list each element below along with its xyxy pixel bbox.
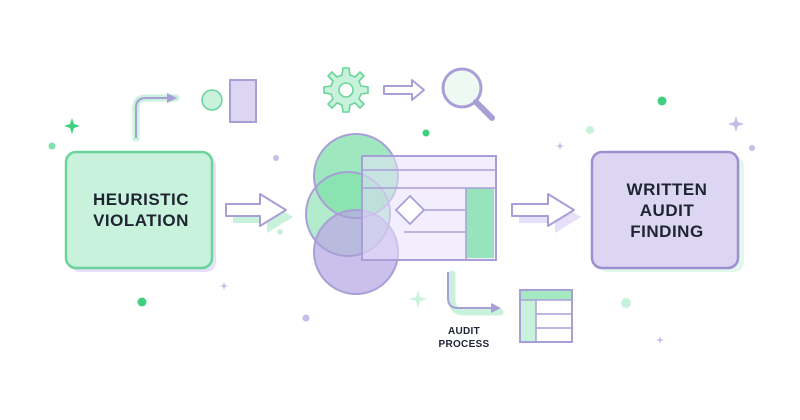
heuristic-violation-label: HEURISTIC VIOLATION: [92, 190, 190, 230]
elbow-arrow-bottom: [447, 270, 504, 316]
arrow-input-to-process: [225, 193, 293, 233]
written-audit-finding-box: [590, 150, 744, 272]
arrow-process-to-output: [511, 193, 581, 233]
elbow-arrow-top-left: [132, 93, 180, 142]
decorative-sparkles: [48, 96, 755, 344]
audit-process-label: AUDIT PROCESS: [438, 326, 490, 350]
small-grid-document-icon: [519, 289, 576, 343]
heuristic-violation-box: [64, 150, 216, 272]
arrow-gear-to-magnifier: [383, 79, 425, 101]
circle-square-icon: [201, 79, 257, 123]
magnifier-icon: [441, 67, 495, 121]
written-audit-finding-label: WRITTEN AUDIT FINDING: [626, 179, 708, 241]
grid-document-icon: [361, 155, 497, 261]
gear-icon: [323, 67, 369, 113]
